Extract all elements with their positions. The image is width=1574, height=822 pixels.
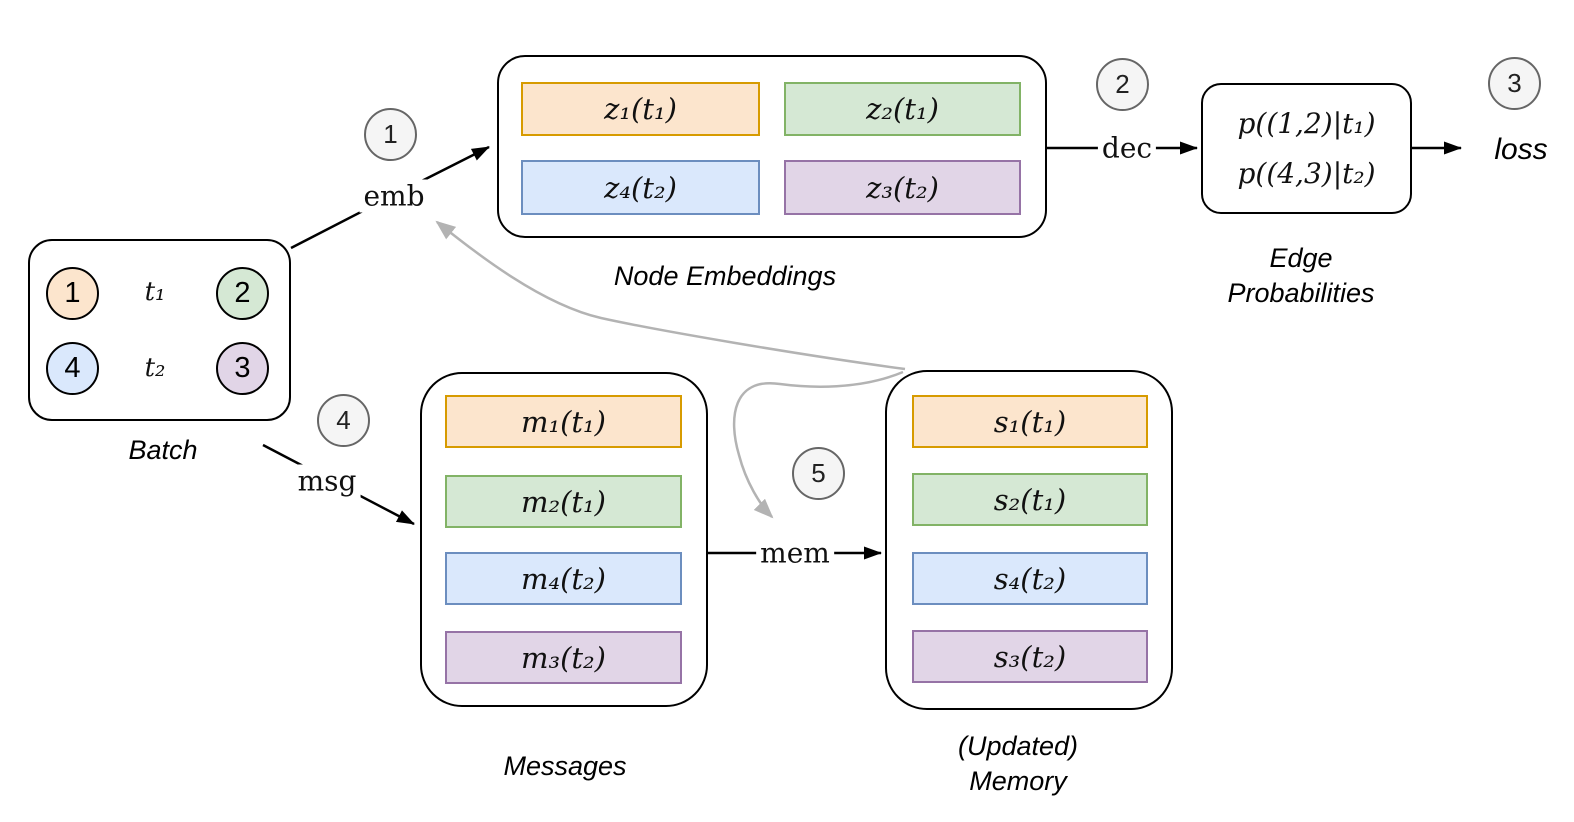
graph-node-3: 3 [216,342,269,395]
step-badge-2: 2 [1096,58,1149,111]
embedding-cell-z1: z₁(t₁) [521,82,760,136]
edge-probability-row-2: p((4,3)|t₂) [1237,157,1376,190]
graph-node-2: 2 [216,267,269,320]
graph-node-4-label: 4 [64,352,81,384]
graph-node-2-label: 2 [234,277,251,309]
step-3-number: 3 [1507,68,1522,98]
message-cell-m2: m₂(t₁) [445,475,682,528]
message-cell-m4: m₄(t₂) [445,552,682,605]
memory-cell-s4: s₄(t₂) [912,552,1148,605]
emb-operator-label: emb [359,179,429,213]
memory-caption: (Updated) Memory [958,729,1078,799]
edge-probabilities-box: p((1,2)|t₁) p((4,3)|t₂) [1201,83,1412,214]
memory-update-loop-gray-arrow [732,370,904,519]
batch-caption: Batch [128,435,198,465]
memory-caption-line2: Memory [969,766,1067,796]
loss-label: loss [1494,133,1548,166]
step-5-number: 5 [811,458,826,488]
memory-cell-s1: s₁(t₁) [912,395,1148,448]
message-cell-m3: m₃(t₂) [445,631,682,684]
edge-probability-row-1: p((1,2)|t₁) [1237,107,1376,140]
embedding-cell-z2: z₂(t₁) [784,82,1021,136]
embedding-cell-z4: z₄(t₂) [521,160,760,215]
step-2-number: 2 [1115,69,1130,99]
step-4-number: 4 [336,405,351,435]
graph-node-1: 1 [46,267,99,320]
memory-to-emb-gray-arrow [435,220,906,371]
step-1-number: 1 [383,119,398,149]
step-badge-4: 4 [317,394,370,447]
dec-operator-label: dec [1097,131,1157,165]
mem-operator-label: mem [756,536,834,570]
memory-cell-s2: s₂(t₁) [912,473,1148,526]
graph-node-4: 4 [46,342,99,395]
edge-time-label-t1: t₁ [141,277,169,307]
node-embeddings-caption: Node Embeddings [613,261,837,291]
step-badge-1: 1 [364,108,417,161]
edge-probabilities-caption-line2: Probabilities [1227,278,1375,308]
edge-time-label-t2: t₂ [141,353,169,383]
step-badge-5: 5 [792,447,845,500]
memory-caption-line1: (Updated) [957,731,1079,761]
step-badge-3: 3 [1488,57,1541,110]
messages-caption: Messages [503,751,627,781]
graph-node-3-label: 3 [234,352,251,384]
memory-cell-s3: s₃(t₂) [912,630,1148,683]
graph-node-1-label: 1 [64,277,81,309]
msg-operator-label: msg [293,464,361,498]
edge-probabilities-caption-line1: Edge [1269,243,1333,273]
edge-probabilities-caption: Edge Probabilities [1227,241,1374,311]
embedding-cell-z3: z₃(t₂) [784,160,1021,215]
message-cell-m1: m₁(t₁) [445,395,682,448]
